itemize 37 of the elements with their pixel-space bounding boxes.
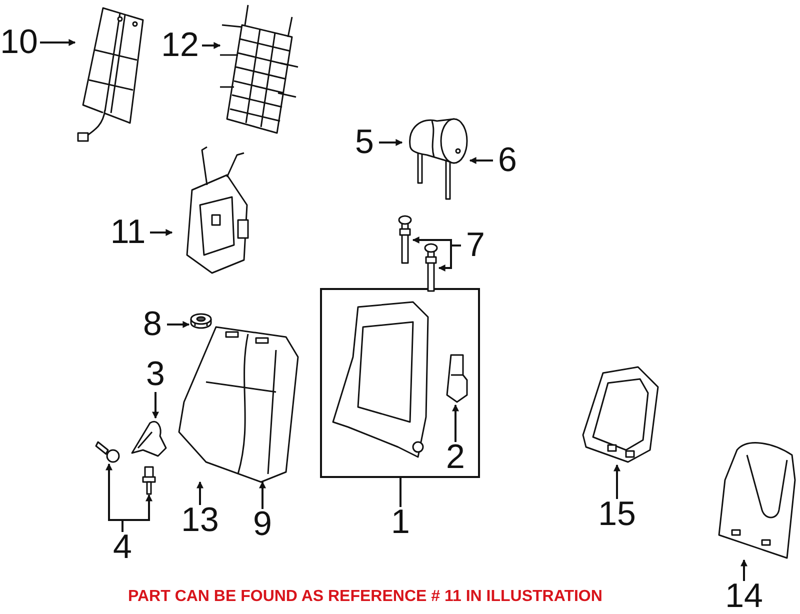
callout-number: 8 [140, 307, 165, 342]
callout-number: 10 [0, 25, 38, 60]
leader-line [122, 494, 152, 532]
leader-line [469, 157, 493, 164]
callout-number: 11 [108, 215, 148, 250]
bumper-drawing [189, 313, 213, 329]
leader-line [196, 481, 204, 505]
leader-line [259, 481, 266, 509]
callout-number: 5 [352, 125, 377, 160]
back-panel-drawing [717, 440, 797, 560]
pin-drawing [423, 243, 439, 293]
callout-number: 9 [250, 507, 275, 542]
leader-line [202, 42, 221, 49]
callout-number: 13 [180, 503, 220, 538]
note-text: PART CAN BE FOUND AS REFERENCE # 11 IN ILLUSTRATION [128, 588, 602, 606]
leader-line [152, 392, 159, 419]
leader-line [400, 478, 402, 507]
leader-line [740, 559, 748, 581]
leader-line [614, 464, 620, 499]
callout-number: 3 [143, 357, 168, 392]
callout-number: 12 [160, 28, 200, 63]
callout-number: 4 [110, 530, 135, 565]
callout-number: 14 [724, 579, 764, 614]
leader-line [150, 229, 173, 236]
frame-outline-box [320, 288, 480, 478]
callout-number: 15 [597, 497, 637, 532]
bolt-drawing [142, 465, 156, 495]
leader-line [167, 321, 190, 328]
callout-number: 7 [463, 228, 488, 263]
leader-line [379, 139, 403, 146]
callout-number: 6 [495, 143, 520, 178]
callout-number: 1 [388, 505, 413, 540]
bolt-drawing [96, 440, 122, 464]
pin-drawing [397, 215, 413, 265]
callout-number: 2 [443, 440, 468, 475]
leader-line [452, 404, 459, 442]
leader-line [40, 39, 76, 46]
